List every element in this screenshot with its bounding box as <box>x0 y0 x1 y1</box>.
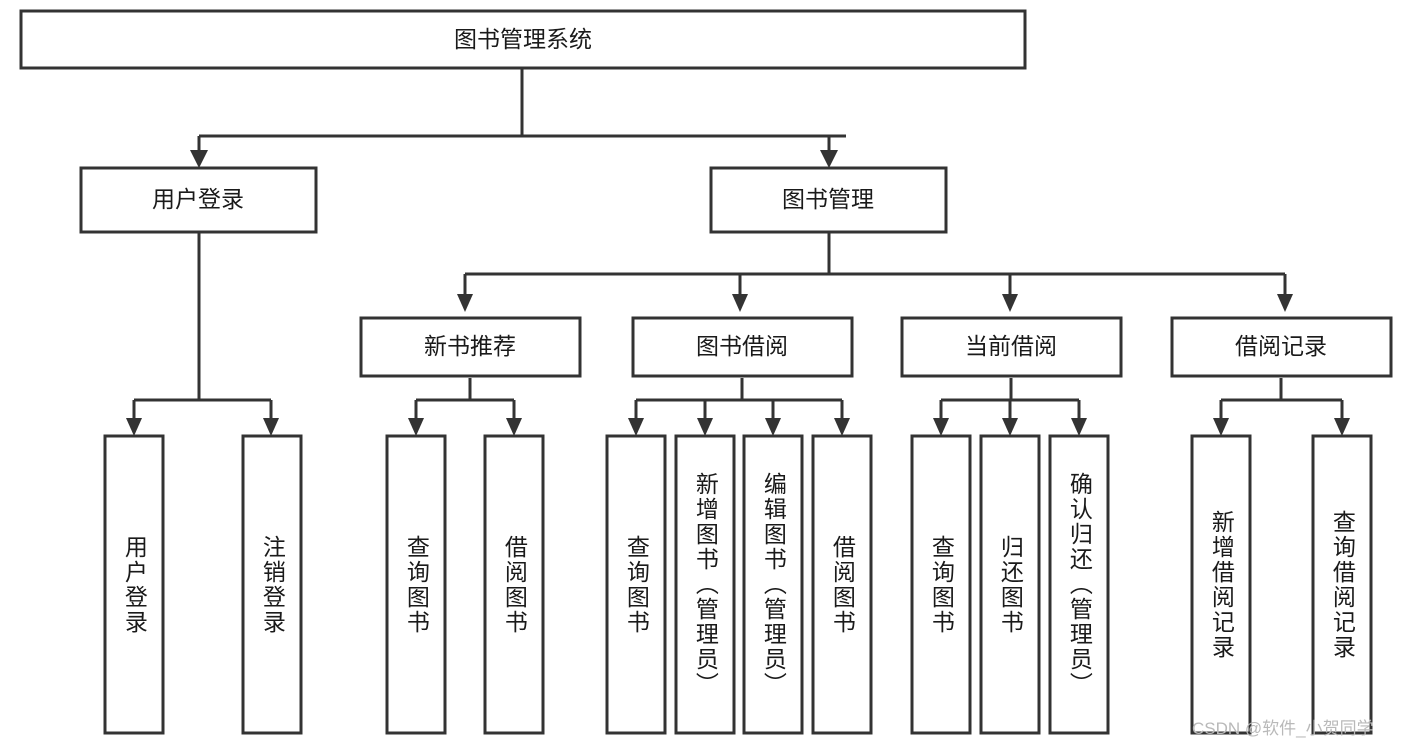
node-box-leaf-return-book[interactable] <box>979 434 1041 735</box>
node-label-root: 图书管理系统 <box>454 26 592 52</box>
node-label-borrow-record: 借阅记录 <box>1235 333 1327 359</box>
node-box-leaf-borrow-book-b[interactable] <box>811 434 873 735</box>
node-box-leaf-user-login[interactable] <box>103 434 165 735</box>
arrow-to-leaf-borrow-book-b <box>834 418 850 436</box>
node-box-leaf-logout[interactable] <box>241 434 303 735</box>
node-box-root[interactable] <box>19 9 1027 70</box>
node-box-leaf-query-record[interactable] <box>1311 434 1373 735</box>
node-box-leaf-confirm-return[interactable] <box>1048 434 1110 735</box>
node-box-book-manage[interactable] <box>709 166 948 234</box>
arrow-to-leaf-query-book-c <box>933 418 949 436</box>
nodes-group: 图书管理系统 用户登录 图书管理 新书推荐 图书借阅 当前借阅 借阅记录 <box>19 9 1393 735</box>
node-box-borrow-record[interactable] <box>1170 316 1393 378</box>
node-box-leaf-add-book[interactable] <box>674 434 736 735</box>
arrow-to-leaf-query-book-b <box>628 418 644 436</box>
arrow-to-leaf-logout <box>263 418 279 436</box>
csdn-watermark: CSDN @软件_小贺同学 <box>1192 719 1374 738</box>
arrow-to-current-borrow <box>1002 294 1018 312</box>
node-label-current-borrow: 当前借阅 <box>965 333 1057 359</box>
node-box-book-borrow[interactable] <box>631 316 854 378</box>
arrow-to-leaf-add-record <box>1213 418 1229 436</box>
arrow-to-leaf-query-book-a <box>408 418 424 436</box>
node-box-leaf-query-book-a[interactable] <box>385 434 447 735</box>
node-box-leaf-edit-book[interactable] <box>742 434 804 735</box>
arrow-to-user-login <box>190 150 208 168</box>
arrow-to-leaf-user-login <box>126 418 142 436</box>
node-box-leaf-query-book-c[interactable] <box>910 434 972 735</box>
arrow-to-book-borrow <box>732 294 748 312</box>
node-label-book-manage: 图书管理 <box>782 186 874 212</box>
node-label-book-borrow: 图书借阅 <box>696 333 788 359</box>
arrow-to-new-book-recommend <box>457 294 473 312</box>
node-box-current-borrow[interactable] <box>900 316 1123 378</box>
node-label-new-book-recommend: 新书推荐 <box>424 333 516 359</box>
node-box-new-book-recommend[interactable] <box>359 316 582 378</box>
arrow-to-book-manage <box>820 150 838 168</box>
arrow-to-leaf-query-record <box>1334 418 1350 436</box>
arrow-to-leaf-confirm-return <box>1071 418 1087 436</box>
node-box-user-login[interactable] <box>79 166 318 234</box>
node-box-leaf-add-record[interactable] <box>1190 434 1252 735</box>
edges-group <box>126 68 1350 436</box>
node-label-user-login: 用户登录 <box>152 186 244 212</box>
arrow-to-leaf-return-book <box>1002 418 1018 436</box>
arrow-to-leaf-add-book <box>697 418 713 436</box>
node-box-leaf-query-book-b[interactable] <box>605 434 667 735</box>
arrow-to-leaf-edit-book <box>765 418 781 436</box>
arrow-to-borrow-record <box>1277 294 1293 312</box>
node-box-leaf-borrow-book-a[interactable] <box>483 434 545 735</box>
arrow-to-leaf-borrow-book-a <box>506 418 522 436</box>
